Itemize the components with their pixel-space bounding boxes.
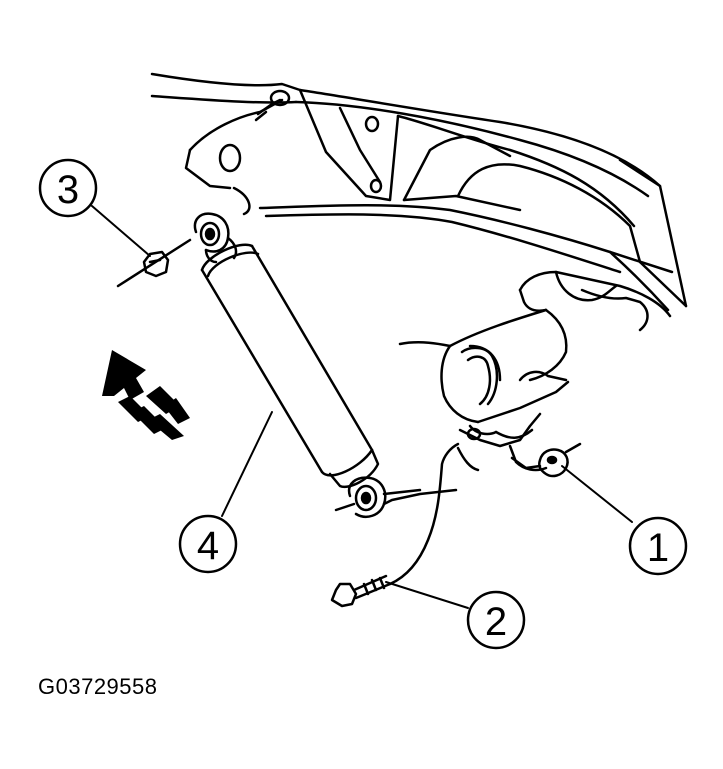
figure-id: G03729558 xyxy=(38,674,158,699)
callout-4: 4 xyxy=(178,514,238,574)
leader-lines xyxy=(91,205,633,609)
forward-arrow-icon xyxy=(102,350,190,440)
callout-2: 2 xyxy=(466,590,526,650)
callout-4-label: 4 xyxy=(197,524,219,568)
callout-1: 1 xyxy=(628,516,688,576)
lower-bolt xyxy=(330,442,460,608)
callout-2-label: 2 xyxy=(485,600,507,644)
shock-absorber xyxy=(193,212,458,518)
axle-housing xyxy=(398,270,672,472)
callout-1-label: 1 xyxy=(647,526,669,570)
upper-nut xyxy=(116,238,192,288)
upper-bracket xyxy=(218,89,383,194)
callout-3: 3 xyxy=(38,158,98,218)
callout-3-label: 3 xyxy=(57,168,79,212)
frame-rail xyxy=(150,72,688,312)
